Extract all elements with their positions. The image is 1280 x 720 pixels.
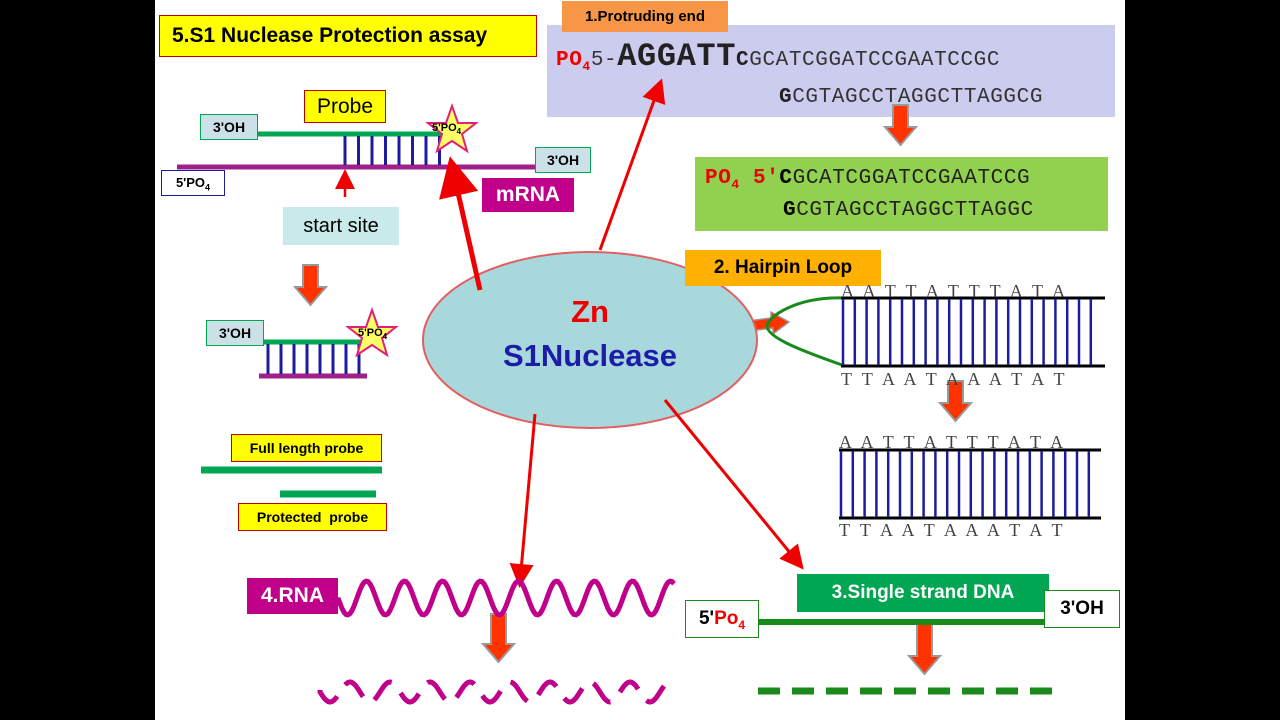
top-rest-seq: GCATCGGATCCGAATCCGC [749, 49, 1001, 72]
five-prime: 5- [590, 49, 618, 72]
arrow-to-protruding [598, 78, 666, 251]
overhang-seq: AGGATT [617, 38, 737, 75]
five-po4-mrna-label: 5'PO4 [161, 170, 225, 196]
protruding-bottom-strand-text: GCGTAGCCTAGGCTTAGGCG [779, 86, 1043, 109]
rna-strand [335, 578, 676, 618]
protruding-end-label: 1.Protruding end [562, 1, 728, 32]
protected-probe-label: Protected probe [238, 503, 387, 531]
hairpin-top-sequence: A A T T A T T T A T A [841, 281, 1069, 301]
arrow-to-probe [439, 156, 483, 291]
five-po4-hybrid-label: 5'PO4 [358, 327, 387, 341]
duplex-base-pairs [839, 451, 1091, 517]
enzyme-name: S1Nuclease [502, 338, 678, 373]
result-bottom-first: G [783, 199, 797, 222]
three-oh-mrna-label: 3'OH [535, 147, 591, 173]
hairpin-bottom-sequence: T T A A T A A A T A T [841, 369, 1068, 389]
three-oh-hybrid-label: 3'OH [206, 320, 264, 346]
probe-label: Probe [304, 90, 386, 123]
po4-sub: 4 [582, 59, 591, 75]
result-five: 5' [739, 167, 780, 190]
enzyme-metal: Zn [571, 294, 609, 329]
page-title: 5.S1 Nuclease Protection assay [159, 15, 537, 57]
ssdna-sub: 4 [738, 617, 746, 632]
block-arrow-ssdna [906, 619, 943, 676]
five-po4-star-2 [345, 306, 399, 358]
s1-nuclease-ellipse [422, 251, 758, 429]
full-length-probe-label: Full length probe [231, 434, 382, 462]
block-arrow-probe [292, 264, 329, 307]
probe-base-pairs [343, 136, 441, 165]
ssdna-three-oh-label: 3'OH [1044, 590, 1120, 628]
top-first-base: C [736, 49, 750, 72]
hairpin-loop-label: 2. Hairpin Loop [685, 250, 881, 286]
result-po4-sub: 4 [731, 177, 740, 193]
five-po4-star-1 [425, 102, 479, 154]
result-bottom-rest: CGTAGCCTAGGCTTAGGC [796, 199, 1034, 222]
hairpin-loop-strand [765, 296, 846, 368]
arrow-to-rna [509, 413, 537, 588]
star-po4-text: 5'PO [432, 122, 457, 134]
ssdna-po: Po [714, 608, 739, 629]
hybrid-po4-text: 5'PO [358, 327, 383, 339]
rna-fragments [317, 679, 667, 705]
hybrid-base-pairs [266, 344, 361, 374]
result-sequence-band [695, 157, 1108, 231]
mrna-label: mRNA [482, 178, 574, 212]
mrna-po4-text: 5'PO [175, 175, 206, 190]
duplex-bottom-sequence: T T A A T A A A T A T [839, 520, 1066, 540]
block-arrow-protruding [882, 104, 919, 147]
three-oh-probe-label: 3'OH [200, 114, 258, 140]
result-top-first: C [779, 167, 793, 190]
ssdna-five-po4-label: 5'Po4 [685, 600, 759, 638]
protruding-sequence-band [547, 25, 1115, 117]
star-po4-sub: 4 [456, 127, 462, 137]
po4-text: PO [556, 49, 583, 72]
duplex-top-sequence: A A T T A T T T A T A [839, 432, 1067, 452]
block-arrow-hairpin [937, 380, 974, 423]
bottom-first-base: G [779, 86, 793, 109]
result-top-strand-text: PO4 5'CGCATCGGATCCGAATCCG [705, 167, 1030, 192]
mrna-po4-sub: 4 [205, 182, 211, 193]
ssdna-five: 5' [698, 608, 715, 629]
five-po4-star-label: 5'PO4 [432, 122, 461, 136]
hybrid-po4-sub: 4 [382, 332, 388, 342]
protruding-top-strand-text: PO45-AGGATTCGCATCGGATCCGAATCCGC [556, 38, 1000, 75]
rna-label: 4.RNA [247, 578, 338, 614]
hairpin-base-pairs [841, 299, 1093, 365]
result-top-rest: GCATCGGATCCGAATCCG [792, 167, 1031, 190]
result-bottom-strand-text: GCGTAGCCTAGGCTTAGGC [783, 199, 1034, 222]
slide: 5.S1 Nuclease Protection assay Probe 3'O… [155, 0, 1125, 720]
result-po4: PO [705, 167, 732, 190]
start-site-label: start site [283, 207, 399, 245]
bottom-rest-seq: CGTAGCCTAGGCTTAGGCG [792, 86, 1044, 109]
block-arrow-rna [480, 613, 517, 664]
arrow-to-ssdna [663, 399, 804, 570]
single-strand-dna-label: 3.Single strand DNA [797, 574, 1049, 612]
diagram-graphics [177, 25, 1115, 705]
